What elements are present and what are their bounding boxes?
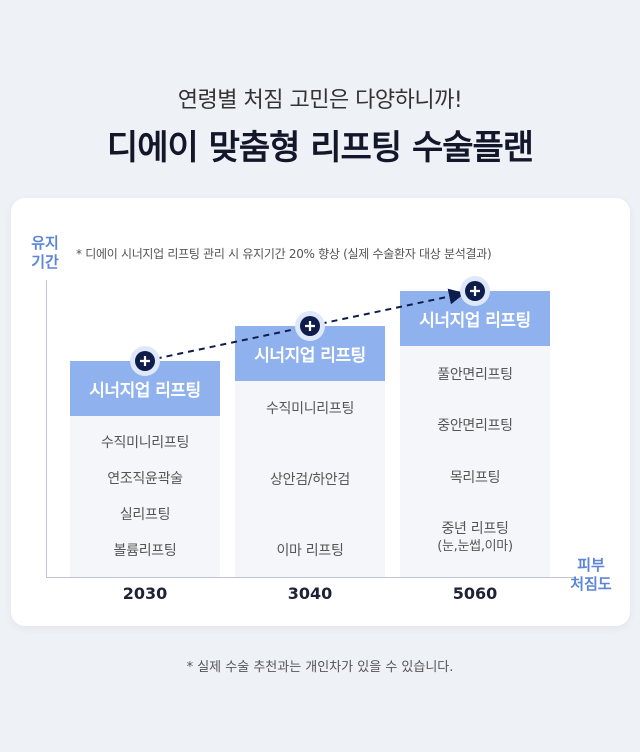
year-2030: 2030	[122, 584, 168, 603]
x-axis-label-text: 피부 처짐도	[570, 556, 612, 593]
column-2030: 시너지업 리프팅 수직미니리프팅 연조직윤곽술 실리프팅 볼륨리프팅	[70, 361, 220, 577]
list-item: 연조직윤곽술	[107, 471, 183, 487]
column-5060: 시너지업 리프팅 풀안면리프팅 중안면리프팅 목리프팅 중년 리프팅 (눈,눈썹…	[400, 291, 550, 577]
column-3040: 시너지업 리프팅 수직미니리프팅 상안검/하안검 이마 리프팅	[235, 326, 385, 577]
column-2030-header: 시너지업 리프팅	[70, 361, 220, 416]
column-5060-header: 시너지업 리프팅	[400, 291, 550, 346]
list-item: 수직미니리프팅	[100, 435, 190, 451]
y-axis-label: 유지 기간	[22, 234, 68, 272]
x-axis-line	[46, 577, 576, 578]
list-item: 상안검/하안검	[270, 472, 350, 488]
list-item: 중년 리프팅 (눈,눈썹,이마)	[400, 520, 550, 556]
page-subtitle: 연령별 처짐 고민은 다양하니까!	[177, 88, 463, 113]
y-axis-label-text: 유지 기간	[31, 234, 59, 271]
list-item: 볼륨리프팅	[113, 543, 177, 559]
list-item: 실리프팅	[119, 507, 171, 523]
list-item: 목리프팅	[449, 470, 501, 486]
list-item: 중안면리프팅	[437, 418, 513, 434]
disclaimer-footnote: * 실제 수술 추천과는 개인차가 있을 수 있습니다.	[186, 660, 454, 675]
list-item-note: (눈,눈썹,이마)	[437, 539, 513, 554]
x-axis-label: 피부 처짐도	[556, 556, 626, 594]
y-axis-line	[46, 280, 47, 578]
year-5060: 5060	[452, 584, 498, 603]
year-3040: 3040	[287, 584, 333, 603]
column-3040-header: 시너지업 리프팅	[235, 326, 385, 381]
analysis-note: * 디에이 시너지업 리프팅 관리 시 유지기간 20% 향상 (실제 수술환자…	[76, 247, 492, 261]
page-title: 디에이 맞춤형 리프팅 수술플랜	[106, 128, 534, 168]
list-item-label: 중년 리프팅	[441, 521, 509, 537]
list-item: 이마 리프팅	[276, 543, 344, 559]
list-item: 수직미니리프팅	[265, 401, 355, 417]
list-item: 풀안면리프팅	[437, 367, 513, 383]
